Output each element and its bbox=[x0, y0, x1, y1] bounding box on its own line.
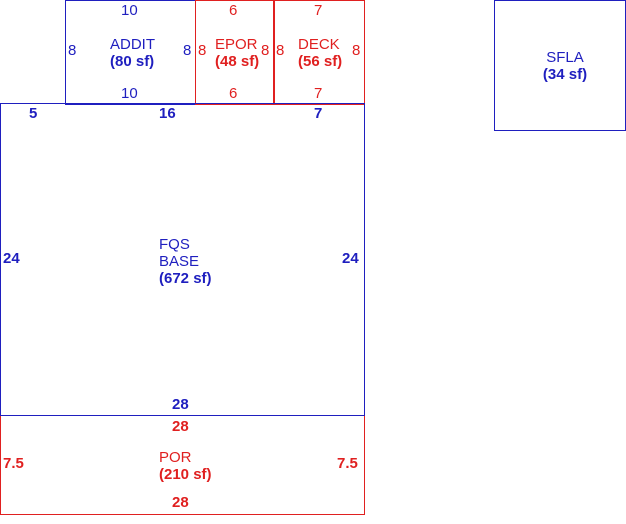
por-right-dim: 7.5 bbox=[337, 455, 358, 472]
deck-right-dim: 8 bbox=[352, 42, 361, 59]
deck-bottom-dim: 7 bbox=[314, 85, 323, 102]
addit-right-dim: 8 bbox=[183, 42, 192, 59]
epor-right-dim: 8 bbox=[261, 42, 270, 59]
deck-label: DECK (56 sf) bbox=[298, 36, 342, 70]
sfla-name: SFLA bbox=[546, 49, 584, 66]
base-right-dim: 24 bbox=[342, 250, 359, 267]
sfla-label: SFLA (34 sf) bbox=[530, 49, 600, 83]
epor-size: (48 sf) bbox=[215, 53, 260, 70]
por-label: POR (210 sf) bbox=[159, 449, 212, 483]
base-top-mid-dim: 16 bbox=[159, 105, 176, 122]
epor-top-dim: 6 bbox=[229, 2, 238, 19]
base-size: (672 sf) bbox=[159, 270, 212, 287]
por-left-dim: 7.5 bbox=[3, 455, 24, 472]
base-left-dim: 24 bbox=[3, 250, 20, 267]
deck-top-dim: 7 bbox=[314, 2, 323, 19]
epor-name: EPOR bbox=[215, 36, 258, 53]
deck-outline bbox=[273, 0, 365, 105]
addit-left-dim: 8 bbox=[68, 42, 77, 59]
addit-name: ADDIT bbox=[110, 36, 155, 53]
epor-bottom-dim: 6 bbox=[229, 85, 238, 102]
epor-outline bbox=[195, 0, 275, 105]
addit-label: ADDIT (80 sf) bbox=[110, 36, 155, 70]
deck-size: (56 sf) bbox=[298, 53, 343, 70]
epor-left-dim: 8 bbox=[198, 42, 207, 59]
deck-name: DECK bbox=[298, 36, 340, 53]
sfla-size: (34 sf) bbox=[542, 66, 588, 83]
por-top-dim: 28 bbox=[172, 418, 189, 435]
base-name-line2: BASE bbox=[159, 253, 200, 270]
por-size: (210 sf) bbox=[159, 466, 212, 483]
base-top-left-dim: 5 bbox=[29, 105, 38, 122]
por-bottom-dim: 28 bbox=[172, 494, 189, 511]
base-label: FQS BASE (672 sf) bbox=[159, 236, 212, 287]
epor-label: EPOR (48 sf) bbox=[215, 36, 259, 70]
base-name-line1: FQS bbox=[159, 236, 190, 253]
base-bottom-dim: 28 bbox=[172, 396, 189, 413]
addit-bottom-dim: 10 bbox=[121, 85, 138, 102]
deck-left-dim: 8 bbox=[276, 42, 285, 59]
addit-size: (80 sf) bbox=[110, 53, 155, 70]
por-name: POR bbox=[159, 449, 192, 466]
base-outline bbox=[0, 103, 365, 416]
addit-top-dim: 10 bbox=[121, 2, 138, 19]
base-top-right-dim: 7 bbox=[314, 105, 323, 122]
